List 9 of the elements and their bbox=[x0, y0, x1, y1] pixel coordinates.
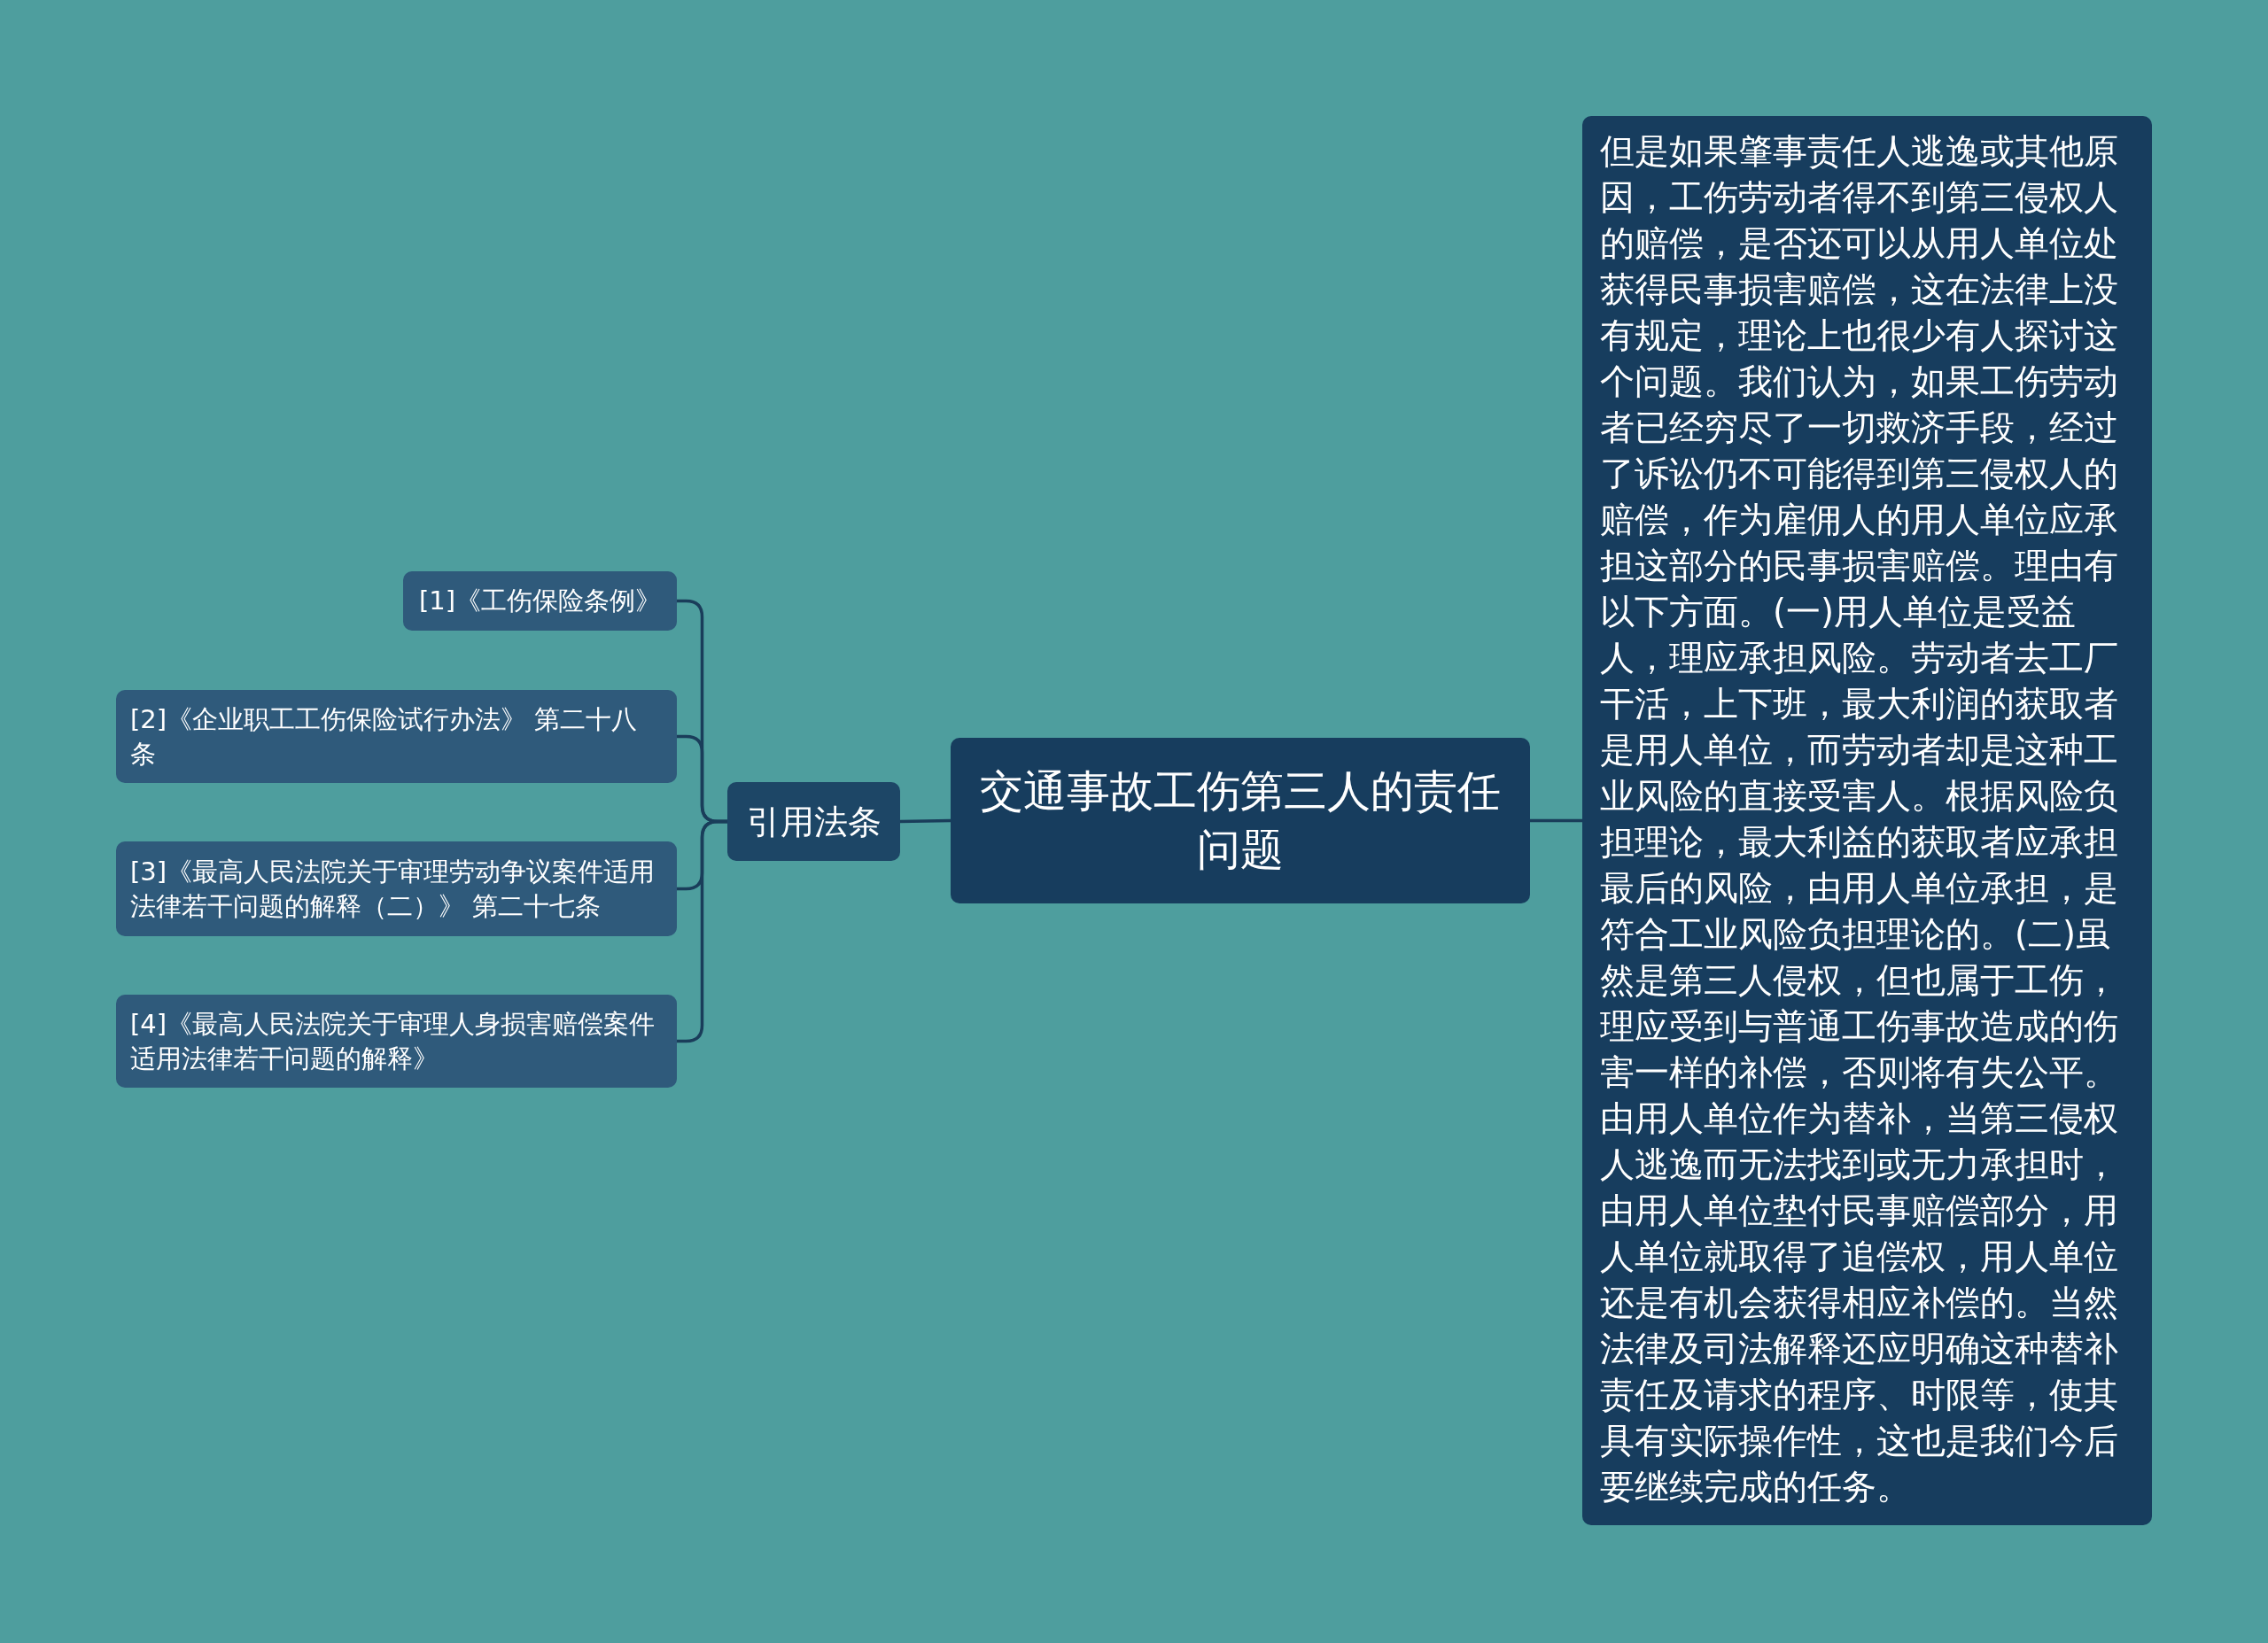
connector-line bbox=[899, 818, 951, 824]
citation-box: [1]《工伤保险条例》 bbox=[403, 571, 677, 631]
central-topic-box: 交通事故工伤第三人的责任问题 bbox=[951, 738, 1530, 903]
citation-box: [4]《最高人民法院关于审理人身损害赔偿案件适用法律若干问题的解释》 bbox=[116, 995, 677, 1088]
citation-box: [2]《企业职工工伤保险试行办法》 第二十八条 bbox=[116, 690, 677, 783]
note-box: 但是如果肇事责任人逃逸或其他原因，工伤劳动者得不到第三侵权人的赔偿，是否还可以从用人单位处获得民事损害赔偿，这在法律上没有规定，理论上也很少有人探讨这个问题。我们认为，如果工伤劳动者已经穷尽了一切救济手段，经过了诉讼仍不可能得到第三侵权人的赔偿，作为雇佣人的用人单位应承担这部分的民事损害赔偿。理由有以下方面。(一)用人单位是受益人，理应承担风险。劳动者去工厂干活，上下班，最大利润的获取者是用人单位，而劳动者却是这种工业风险的直接受害人。根据风险负担理论，最大利益的获取者应承担最后的风险，由用人单位承担，是符合工业风险负担理论的。(二)虽然是第三人侵权，但也属于工伤，理应受到与普通工伤事故造成的伤害一样的补偿，否则将有失公平。由用人单位作为替补，当第三侵权人逃逸而无法找到或无力承担时，由用人单位垫付民事赔偿部分，用人单位就取得了追偿权，用人单位还是有机会获得相应补偿的。当然法律及司法解释还应明确这种替补责任及请求的程序、时限等，使其具有实际操作性，这也是我们今后要继续完成的任务。 bbox=[1582, 116, 2152, 1525]
citation-box: [3]《最高人民法院关于审理劳动争议案件适用法律若干问题的解释（二）》 第二十七条 bbox=[116, 841, 677, 936]
connector-line bbox=[1530, 818, 1582, 823]
branch-box: 引用法条 bbox=[727, 782, 900, 861]
